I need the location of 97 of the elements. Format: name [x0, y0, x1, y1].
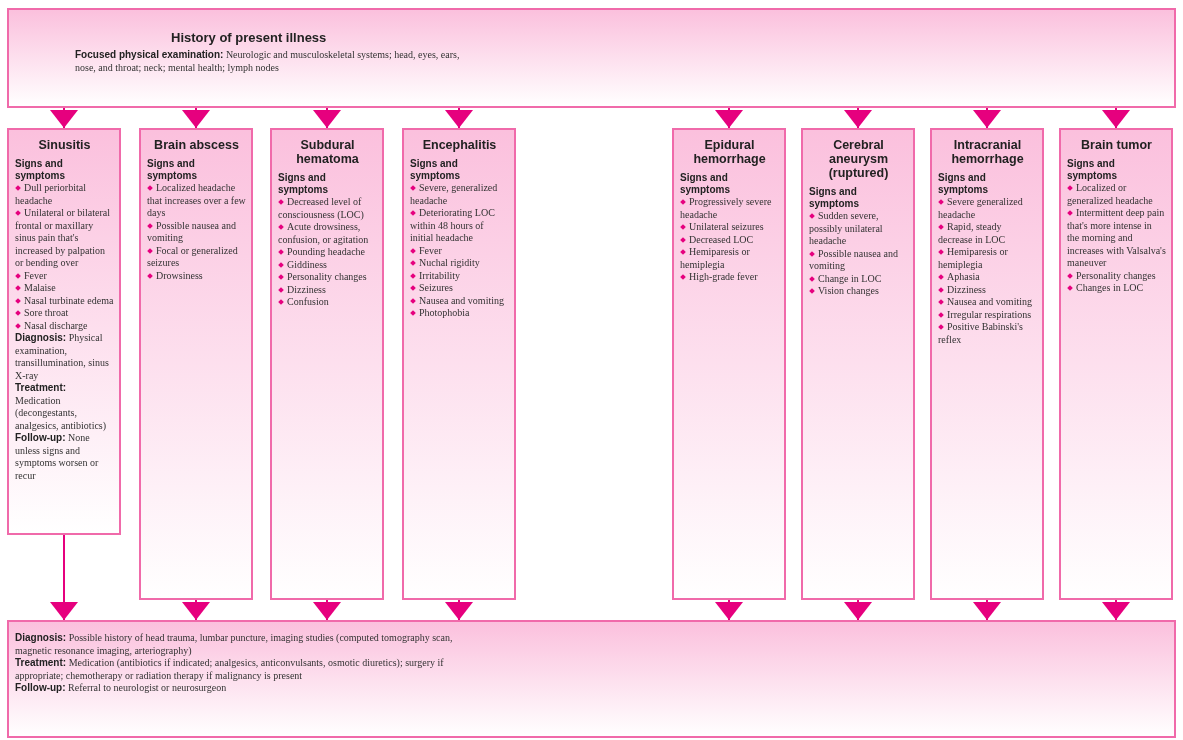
bullet-item: High-grade fever: [680, 271, 779, 284]
footer-panel: [7, 620, 1176, 738]
bullet-item: Seizures: [410, 282, 509, 295]
condition-panel: [7, 128, 121, 535]
section-heading: Signs and symptoms: [809, 186, 860, 210]
bullet-item: Progressively severe headache: [680, 196, 779, 221]
bullet-item: Dizziness: [938, 283, 1037, 296]
bullet-item: Irregular respirations: [938, 308, 1037, 321]
condition-panel: [139, 128, 253, 600]
arrow: [715, 599, 743, 621]
bullet-item: Nasal turbinate edema: [15, 294, 114, 307]
bullet-item: Dizziness: [278, 283, 377, 296]
bullet-item: Acute drowsiness, confusion, or agitation: [278, 221, 377, 246]
panel-title: Intracranial hemorrhage: [950, 138, 1025, 166]
bullet-item: Changes in LOC: [1067, 282, 1166, 295]
bullet-item: Sore throat: [15, 307, 114, 320]
condition-panel: [270, 128, 384, 600]
bullet-item: Fever: [410, 244, 509, 257]
paragraph: Follow-up: Referral to neurologist or neurosurgeon: [15, 682, 228, 695]
panel-title: Encephalitis: [421, 138, 498, 152]
bullet-item: Unilateral seizures: [680, 221, 779, 234]
arrow: [182, 599, 210, 621]
condition-panel: [930, 128, 1044, 600]
bullet-item: Severe generalized headache: [938, 196, 1037, 221]
bullet-item: Dull periorbital headache: [15, 182, 114, 207]
bullet-item: Photophobia: [410, 307, 509, 320]
arrow: [445, 599, 473, 621]
section-heading: Signs and symptoms: [278, 172, 329, 196]
bullet-item: Giddiness: [278, 258, 377, 271]
paragraph: Focused physical examination: Neurologic and musculoskeletal systems; head, eyes, ears, nose, and throat; neck; mental health; lymph nodes: [75, 49, 461, 74]
bullet-item: Nausea and vomiting: [938, 296, 1037, 309]
paragraph: Treatment: Medication (antibiotics if indicated; analgesics, anticonvulsants, osmotic diuretics); surgery if appropriate; chemotherapy or radiation therapy if malignancy is present: [15, 657, 445, 682]
bullet-item: Decreased LOC: [680, 233, 779, 246]
panel-title: Sinusitis: [37, 138, 92, 152]
bullet-item: Positive Babinski's reflex: [938, 321, 1037, 346]
bullet-item: Nausea and vomiting: [410, 294, 509, 307]
arrow: [445, 107, 473, 129]
paragraph: Diagnosis: Possible history of head trauma, lumbar puncture, imaging studies (computed tomography scan, magnetic resonance imaging, arteriography): [15, 632, 454, 657]
panel-title: Brain tumor: [1080, 138, 1153, 152]
arrow: [715, 107, 743, 129]
bullet-item: Hemiparesis or hemiplegia: [938, 246, 1037, 271]
bullet-item: Sudden severe, possibly unilateral headache: [809, 210, 908, 248]
condition-panel: [402, 128, 516, 600]
arrow: [182, 107, 210, 129]
bullet-item: Severe, generalized headache: [410, 182, 509, 207]
arrow: [313, 107, 341, 129]
section-heading: Signs and symptoms: [15, 158, 66, 182]
panel-title: History of present illness: [170, 30, 328, 45]
arrow: [1102, 599, 1130, 621]
bullet-item: Change in LOC: [809, 272, 908, 285]
section-heading: Signs and symptoms: [1067, 158, 1118, 182]
section-heading: Signs and symptoms: [938, 172, 989, 196]
section-heading: Signs and symptoms: [680, 172, 731, 196]
paragraph: Follow-up: None unless signs and symptoms worsen or recur: [15, 432, 100, 482]
panel-title: Brain abscess: [153, 138, 240, 152]
header-panel: [7, 8, 1176, 108]
panel-title: Cerebral aneurysm (ruptured): [827, 138, 890, 180]
condition-panel: [1059, 128, 1173, 600]
bullet-item: Unilateral or bilateral frontal or maxillary sinus pain that's increased by palpation or bending over: [15, 207, 114, 270]
bullet-item: Nuchal rigidity: [410, 257, 509, 270]
arrow: [973, 599, 1001, 621]
bullet-item: Possible nausea and vomiting: [809, 247, 908, 273]
bullet-item: Drowsiness: [147, 269, 246, 282]
bullet-item: Localized headache that increases over a few days: [147, 182, 246, 220]
condition-panel: [672, 128, 786, 600]
bullet-item: Possible nausea and vomiting: [147, 219, 246, 245]
bullet-item: Nasal discharge: [15, 319, 114, 332]
paragraph: Treatment: Medication (decongestants, analgesics, antibiotics): [15, 382, 108, 432]
section-heading: Signs and symptoms: [410, 158, 461, 182]
arrow: [1102, 107, 1130, 129]
bullet-item: Hemiparesis or hemiplegia: [680, 246, 779, 271]
arrow: [313, 599, 341, 621]
condition-panel: [801, 128, 915, 600]
bullet-item: Deteriorating LOC within 48 hours of initial headache: [410, 207, 509, 245]
arrow: [844, 107, 872, 129]
arrow: [973, 107, 1001, 129]
bullet-item: Intermittent deep pain that's more intense in the morning and increases with Valsalva's maneuver: [1067, 207, 1166, 270]
bullet-item: Decreased level of consciousness (LOC): [278, 196, 377, 221]
bullet-item: Vision changes: [809, 285, 908, 298]
paragraph: Diagnosis: Physical examination, transillumination, sinus X-ray: [15, 332, 110, 382]
bullet-item: Irritability: [410, 269, 509, 282]
section-heading: Signs and symptoms: [147, 158, 198, 182]
panel-title: Epidural hemorrhage: [692, 138, 767, 166]
bullet-item: Personality changes: [1067, 269, 1166, 282]
arrow: [844, 599, 872, 621]
bullet-item: Pounding headache: [278, 246, 377, 259]
bullet-item: Malaise: [15, 282, 114, 295]
bullet-item: Localized or generalized headache: [1067, 182, 1166, 207]
bullet-item: Focal or generalized seizures: [147, 244, 246, 270]
bullet-item: Confusion: [278, 296, 377, 309]
bullet-item: Personality changes: [278, 271, 377, 284]
bullet-item: Fever: [15, 269, 114, 282]
arrow: [50, 534, 78, 621]
bullet-item: Rapid, steady decrease in LOC: [938, 221, 1037, 246]
arrow: [50, 107, 78, 129]
panel-title: Subdural hematoma: [295, 138, 360, 166]
bullet-item: Aphasia: [938, 271, 1037, 284]
